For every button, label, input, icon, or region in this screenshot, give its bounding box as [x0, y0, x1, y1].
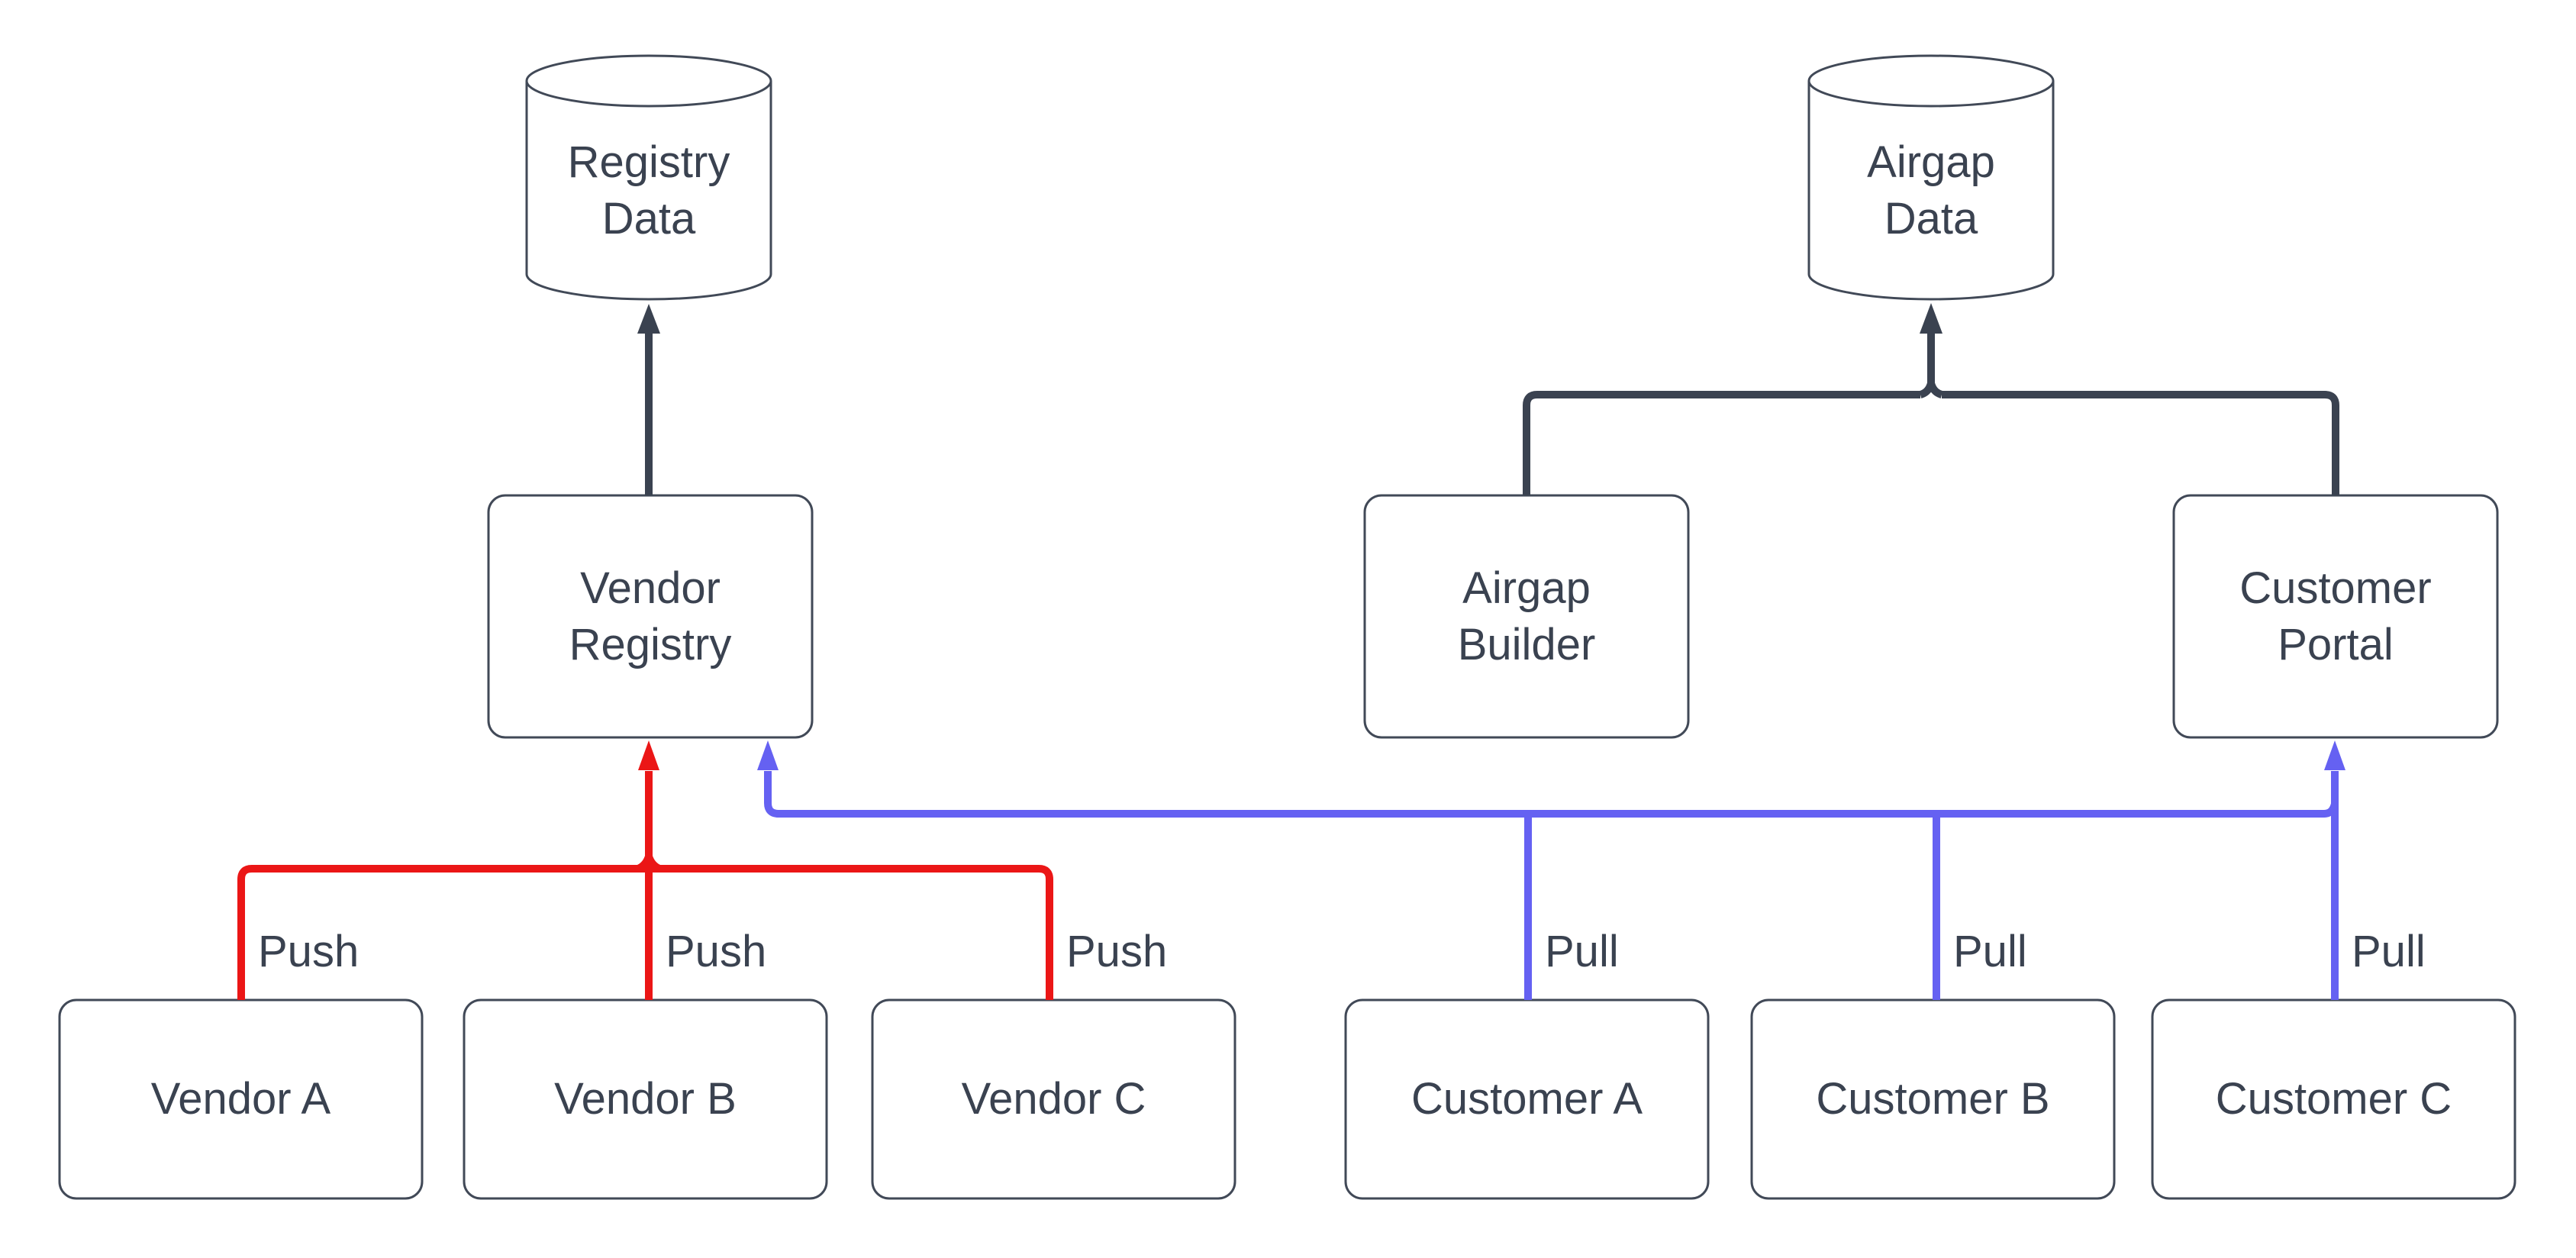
registry-data-cylinder: [525, 54, 772, 301]
edge-airgap-builder-to-airgap-data: [1523, 391, 1920, 495]
edge-merge-to-airgap-data: [1919, 303, 1943, 398]
airgap-data-cylinder: [1807, 54, 2055, 301]
customer-portal-box: [2172, 494, 2499, 739]
edge-customer-portal-to-airgap-data: [1942, 391, 2339, 495]
edge-vendor-registry-to-registry-data: [637, 304, 660, 495]
vendor-a-box: [58, 998, 424, 1200]
customer-c-box: [2151, 998, 2516, 1200]
vendor-c-box: [871, 998, 1236, 1200]
edge-push-trunk: [237, 740, 1053, 1000]
edge-pull-trunk: [757, 740, 2345, 1000]
vendor-registry-box: [487, 494, 814, 739]
customer-b-box: [1750, 998, 2116, 1200]
airgap-builder-box: [1363, 494, 1690, 739]
vendor-b-box: [463, 998, 828, 1200]
customer-a-box: [1344, 998, 1710, 1200]
